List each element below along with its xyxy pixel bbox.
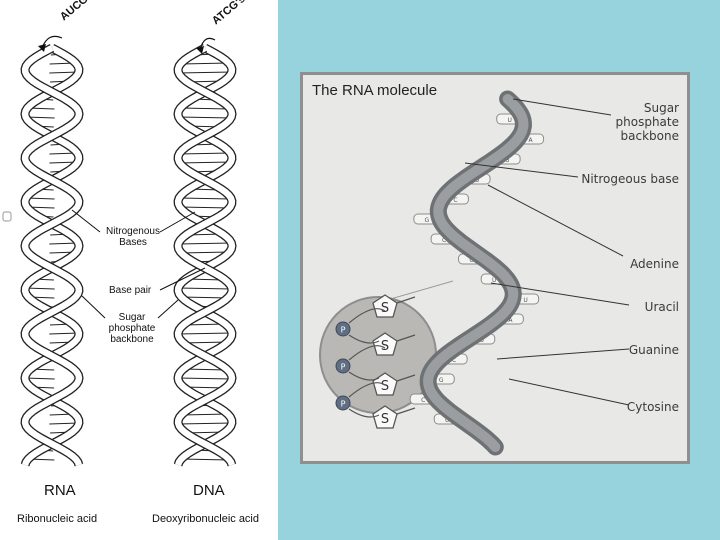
dna-base-rung [181, 62, 229, 65]
dna-base-rung [180, 251, 230, 254]
dna-top-arrowhead [196, 46, 204, 54]
sugar-pentagon [372, 332, 398, 356]
phosphate-circle [335, 321, 351, 337]
base-link [396, 296, 416, 304]
phosphate-letter: P [341, 400, 346, 409]
sugar-letter: S [381, 339, 389, 354]
dna-helix [173, 44, 237, 467]
dna-base-rung [178, 71, 232, 74]
nitrogenous-bases-label: Nitrogenous Bases [106, 226, 160, 248]
base-link [396, 374, 416, 382]
rna-dna-comparison-panel: AUCG's ATCG's Nitrogenous Bases Base pai… [0, 0, 278, 540]
phosphate-letter: P [341, 326, 346, 335]
inset-backbone-detail: S S S S P P P [335, 294, 416, 429]
backbone-pointer-dna [157, 299, 179, 319]
base-letter: A [508, 317, 513, 324]
rna-strand-fill [21, 45, 83, 467]
guanine-label: Guanine [628, 343, 679, 357]
rna-subtitle: Ribonucleic acid [17, 513, 98, 525]
backbone-label: Sugar phosphate backbone [615, 101, 679, 143]
backbone-pointer [512, 98, 612, 116]
helix-drawings [2, 35, 237, 467]
base-letter: C [469, 257, 473, 264]
sugar-pentagon [372, 405, 398, 429]
base-pair-label: Base pair [109, 285, 152, 296]
base-letter: U [445, 417, 449, 424]
adenine-pointer [487, 184, 624, 257]
rna-base-rung [49, 332, 79, 335]
dna-base-rung [181, 458, 229, 461]
sugar-pentagon [372, 294, 398, 318]
dna-base-rung [179, 197, 231, 200]
phosphate-bond [348, 308, 386, 324]
base-letter: U [492, 277, 496, 284]
nitrogenous-pointer-dna [159, 211, 196, 233]
sugar-letter: S [381, 301, 389, 316]
rna-top-arrowhead [38, 44, 46, 52]
dna-strand-fill [174, 45, 236, 467]
uracil-label: Uracil [644, 300, 679, 314]
rna-strand-fill [21, 45, 83, 467]
base-letter: G [425, 217, 430, 224]
dna-base-rung [179, 161, 231, 164]
base-letter: C [421, 397, 425, 404]
adenine-label: Adenine [630, 257, 679, 271]
nitrogeous-base-label: Nitrogeous base [581, 172, 679, 186]
sugar-letter: S [381, 379, 389, 394]
dna-base-rung [178, 287, 232, 290]
base-letter: C [453, 197, 457, 204]
uracil-pointer [490, 282, 630, 306]
base-pair-pointer [159, 267, 206, 291]
rna-helix [20, 44, 84, 467]
base-letter: G [439, 377, 444, 384]
cytosine-pointer [508, 378, 630, 406]
phosphate-bond [348, 382, 386, 398]
base-link [396, 407, 416, 415]
base-letter: C [442, 237, 446, 244]
dna-base-rung [179, 152, 231, 155]
base-link [396, 334, 416, 342]
cytosine-label: Cytosine [626, 400, 679, 414]
rna-base-rung [24, 377, 55, 380]
slide-marker [2, 211, 12, 222]
nitrogeous-base-pointer [464, 162, 579, 178]
nitrogenous-pointer-rna [71, 209, 101, 233]
sugar-letter: S [381, 412, 389, 427]
dna-strand-fill [174, 45, 236, 467]
base-letter: U [508, 117, 512, 124]
phosphate-bond [348, 408, 380, 418]
dna-title: DNA [193, 482, 225, 499]
phosphate-bond [348, 371, 380, 381]
phosphate-bond [348, 345, 386, 361]
base-letter: U [475, 177, 479, 184]
dna-base-rung [178, 422, 232, 425]
guanine-pointer [496, 348, 630, 360]
rna-base-rung [49, 422, 79, 425]
molecule-title: The RNA molecule [312, 82, 438, 99]
sugar-phosphate-label: Sugar phosphate backbone [108, 312, 156, 345]
base-letter: C [452, 357, 456, 364]
dna-base-rung [182, 413, 228, 416]
dna-base-rung [179, 206, 231, 209]
base-letter: G [505, 157, 510, 164]
phosphate-circle [335, 395, 351, 411]
dna-base-rung [178, 332, 232, 335]
dna-base-rung [178, 116, 232, 119]
base-letter: A [529, 137, 534, 144]
dna-base-rung [178, 242, 232, 245]
phosphate-circle [335, 358, 351, 374]
phosphate-letter: P [341, 363, 346, 372]
backbone-ribbon-highlight [423, 94, 529, 452]
phosphate-bond [348, 334, 380, 344]
dna-base-rung [180, 107, 230, 110]
backbone-pointer-rna [81, 295, 106, 319]
base-letter: U [523, 297, 527, 304]
dna-subtitle: Deoxyribonucleic acid [152, 513, 259, 525]
rna-title: RNA [44, 482, 76, 499]
dna-base-rung [177, 377, 233, 380]
